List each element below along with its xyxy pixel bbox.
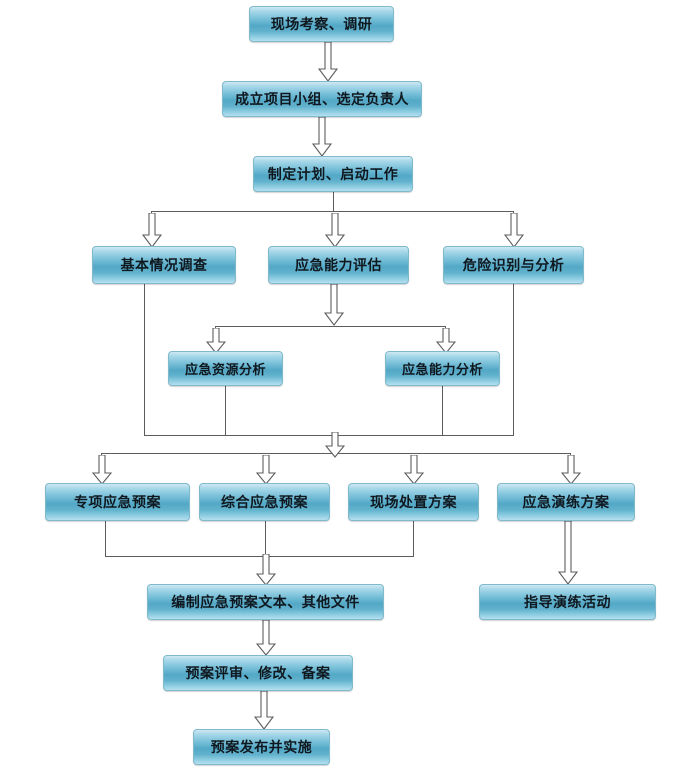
node-plan-release-implement[interactable]: 预案发布并实施 <box>193 729 330 765</box>
node-comprehensive-emergency-plan[interactable]: 综合应急预案 <box>199 483 330 521</box>
node-compile-plan-documents[interactable]: 编制应急预案文本、其他文件 <box>147 584 384 620</box>
node-guide-drill-activities[interactable]: 指导演练活动 <box>479 584 656 620</box>
arrow-mergea-forkb <box>325 432 345 458</box>
node-plan-and-start[interactable]: 制定计划、启动工作 <box>253 156 413 192</box>
merge-leg-n11 <box>413 521 414 557</box>
node-emergency-capability-analysis[interactable]: 应急能力分析 <box>385 351 500 386</box>
arrow-fork-n8 <box>436 328 456 354</box>
node-special-emergency-plan[interactable]: 专项应急预案 <box>45 483 190 521</box>
node-onsite-disposal-plan[interactable]: 现场处置方案 <box>348 483 479 521</box>
arrow-fork-n9 <box>92 455 112 485</box>
merge-leg-n9 <box>105 521 106 557</box>
node-plan-review-revise-file[interactable]: 预案评审、修改、备案 <box>163 655 353 691</box>
arrow-fork-n10 <box>256 455 276 485</box>
node-basic-situation-survey[interactable]: 基本情况调查 <box>92 246 236 284</box>
node-site-survey[interactable]: 现场考察、调研 <box>249 6 394 42</box>
node-emergency-resource-analysis[interactable]: 应急资源分析 <box>168 351 283 386</box>
merge-leg-n10 <box>265 521 266 557</box>
merge-leg-n7 <box>225 386 226 436</box>
arrow-fork-n4 <box>142 213 162 248</box>
arrow-fork-n6 <box>504 213 524 248</box>
node-form-project-team[interactable]: 成立项目小组、选定负责人 <box>222 81 422 117</box>
fork-bus-level5 <box>215 326 446 327</box>
arrow-n5-down <box>324 284 344 326</box>
arrow-n1-n2 <box>318 42 338 82</box>
arrow-n2-n3 <box>312 117 332 157</box>
arrow-fork-n5 <box>325 213 345 248</box>
arrow-mergeb-n13 <box>256 554 276 586</box>
arrow-fork-n11 <box>404 455 424 485</box>
merge-bus-b <box>105 556 414 557</box>
merge-bus-a <box>144 435 514 436</box>
arrow-n15-n16 <box>254 691 274 730</box>
merge-leg-n4 <box>144 284 145 436</box>
merge-leg-n8 <box>442 386 443 436</box>
fork-stem-n3 <box>333 192 334 212</box>
arrow-n13-n15 <box>256 620 276 656</box>
node-hazard-identification-analysis[interactable]: 危险识别与分析 <box>443 246 584 284</box>
arrow-fork-n12 <box>561 455 581 485</box>
node-emergency-capability-assessment[interactable]: 应急能力评估 <box>268 246 409 284</box>
merge-leg-n6 <box>513 284 514 436</box>
arrow-fork-n7 <box>206 328 226 354</box>
arrow-n12-n14 <box>558 521 578 585</box>
node-emergency-drill-plan[interactable]: 应急演练方案 <box>497 483 635 521</box>
fork-bus-level4 <box>151 211 514 212</box>
